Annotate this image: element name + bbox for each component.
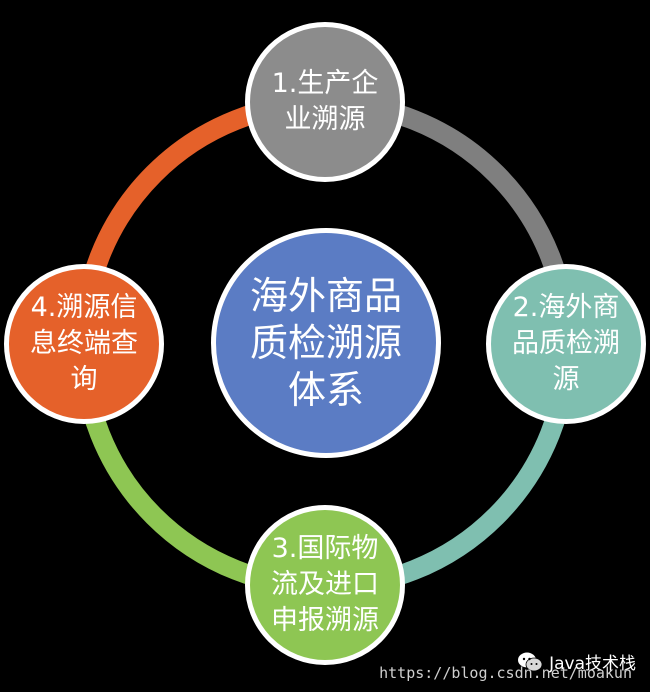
node-4-line-2: 息终端查 — [30, 328, 138, 359]
center-line-1: 海外商品 — [249, 273, 402, 318]
node-1-line-2: 业溯源 — [284, 104, 366, 135]
node-2-line-1: 2.海外商 — [512, 292, 620, 323]
brand-watermark: Java技术栈 — [517, 649, 636, 674]
node-3-logistics-trace: 3.国际物 流及进口 申报溯源 — [245, 505, 405, 665]
node-1-production-trace: 1.生产企 业溯源 — [245, 22, 405, 182]
node-4-terminal-query: 4.溯源信 息终端查 询 — [4, 264, 164, 424]
node-2-quality-trace: 2.海外商 品质检溯 源 — [486, 264, 646, 424]
center-line-2: 质检溯源 — [249, 320, 402, 365]
node-4-line-3: 询 — [70, 364, 98, 395]
center-line-3: 体系 — [287, 367, 364, 412]
url-watermark: https://blog.csdn.net/moakun — [379, 664, 632, 682]
node-1-line-1: 1.生产企 — [271, 68, 379, 99]
wechat-icon — [518, 652, 543, 671]
node-3-line-2: 流及进口 — [271, 569, 379, 600]
center-system-node: 海外商品 质检溯源 体系 — [211, 228, 441, 458]
node-3-line-1: 3.国际物 — [271, 533, 379, 564]
node-4-line-1: 4.溯源信 — [30, 292, 138, 323]
node-3-line-3: 申报溯源 — [271, 605, 379, 636]
node-2-line-3: 源 — [552, 364, 580, 395]
node-2-line-2: 品质检溯 — [512, 328, 620, 359]
brand-name: Java技术栈 — [549, 654, 636, 674]
